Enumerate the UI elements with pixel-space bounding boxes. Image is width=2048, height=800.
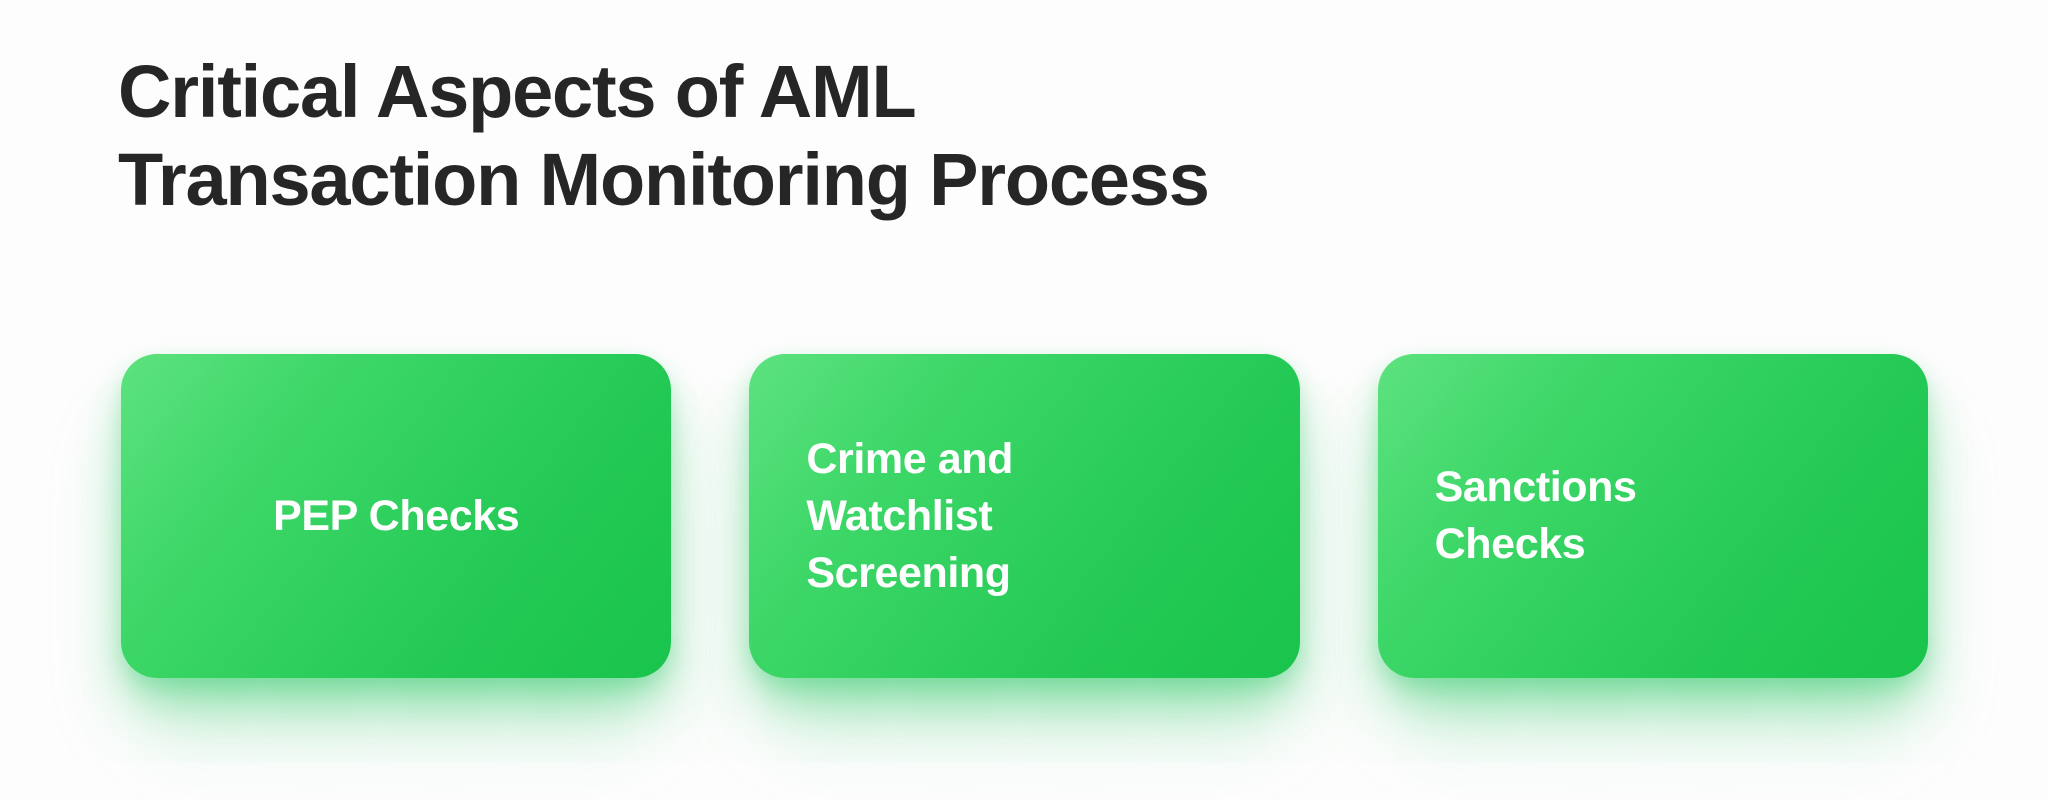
card-crime-and-watchlist-screening[interactable]: Crime and Watchlist Screening [749,354,1300,678]
card-pep-checks[interactable]: PEP Checks [121,354,672,678]
page-title-line-1: Critical Aspects of AML [118,50,917,133]
card-row: PEP Checks Crime and Watchlist Screening… [121,354,1928,678]
card-label-sanctions-checks: Sanctions Checks [1434,463,1637,568]
page-title: Critical Aspects of AML Transaction Moni… [118,48,1618,224]
card-label-crime-and-watchlist-screening: Crime and Watchlist Screening [806,434,1014,597]
card-label-pep-checks: PEP Checks [273,491,520,540]
card-sanctions-checks[interactable]: Sanctions Checks [1377,354,1928,678]
page-title-line-2: Transaction Monitoring Process [118,138,1210,221]
